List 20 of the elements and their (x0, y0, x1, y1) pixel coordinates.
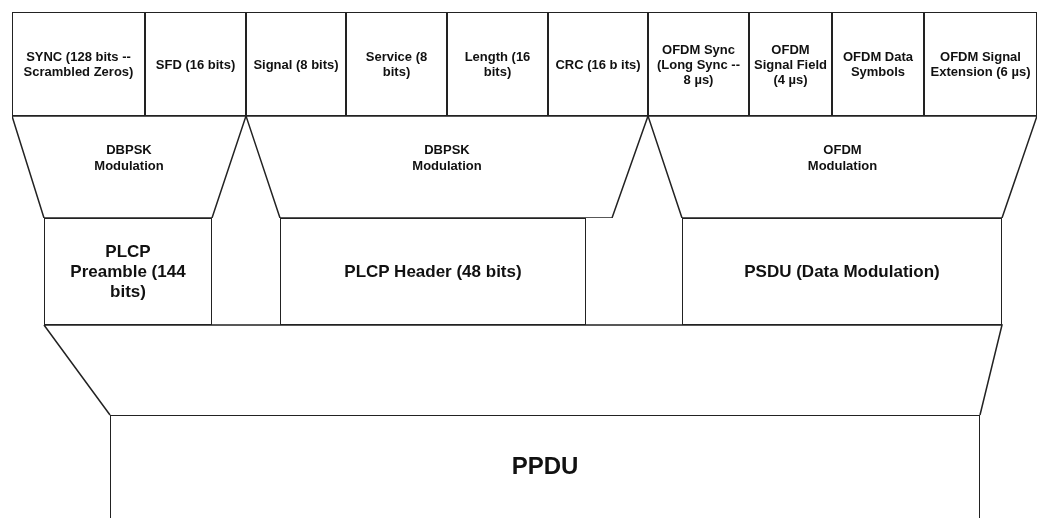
ppdu-box: PPDU (110, 415, 980, 518)
modulation-label: DBPSK Modulation (93, 142, 165, 174)
header-field: OFDM Signal Field (4 µs) (749, 12, 832, 116)
header-field: OFDM Data Symbols (832, 12, 924, 116)
header-field: CRC (16 b its) (548, 12, 648, 116)
header-field: SYNC (128 bits -- Scrambled Zeros) (12, 12, 145, 116)
header-field: Service (8 bits) (346, 12, 447, 116)
modulation-band (12, 116, 246, 218)
header-field: SFD (16 bits) (145, 12, 246, 116)
modulation-band (648, 116, 1037, 218)
frame-section-box: PLCP Header (48 bits) (280, 218, 586, 325)
header-field: Length (16 bits) (447, 12, 548, 116)
frame-section-box: PLCP Preamble (144 bits) (44, 218, 212, 325)
header-field: OFDM Signal Extension (6 µs) (924, 12, 1037, 116)
modulation-label: DBPSK Modulation (411, 142, 483, 174)
header-field: Signal (8 bits) (246, 12, 346, 116)
modulation-label: OFDM Modulation (806, 142, 879, 174)
modulation-band (246, 116, 648, 218)
header-field: OFDM Sync (Long Sync -- 8 µs) (648, 12, 749, 116)
frame-section-box: PSDU (Data Modulation) (682, 218, 1002, 325)
